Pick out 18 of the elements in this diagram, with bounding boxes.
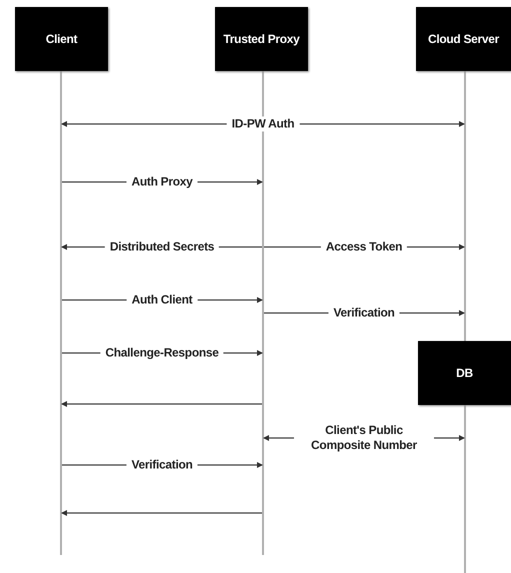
participant-name: Cloud Server: [428, 32, 500, 46]
edge-label: Auth Proxy: [126, 174, 198, 190]
lifeline: [464, 405, 466, 573]
participant-box: [15, 7, 108, 71]
participant-box: [215, 7, 308, 71]
lifeline: [60, 71, 62, 555]
participant-name: Trusted Proxy: [223, 32, 300, 46]
edge-label: Client's Public Composite Number: [294, 423, 434, 453]
message-arrow: [61, 510, 262, 516]
edge-label: ID-PW Auth: [226, 116, 300, 132]
lifeline: [262, 71, 264, 555]
participant-name: DB: [456, 366, 473, 380]
participant-box: [418, 341, 511, 405]
edge-label: Challenge-Response: [100, 346, 224, 360]
participant-name: Client: [46, 32, 78, 46]
participant-box: [416, 7, 511, 71]
lifeline: [464, 71, 466, 341]
message-arrow: [61, 401, 262, 407]
